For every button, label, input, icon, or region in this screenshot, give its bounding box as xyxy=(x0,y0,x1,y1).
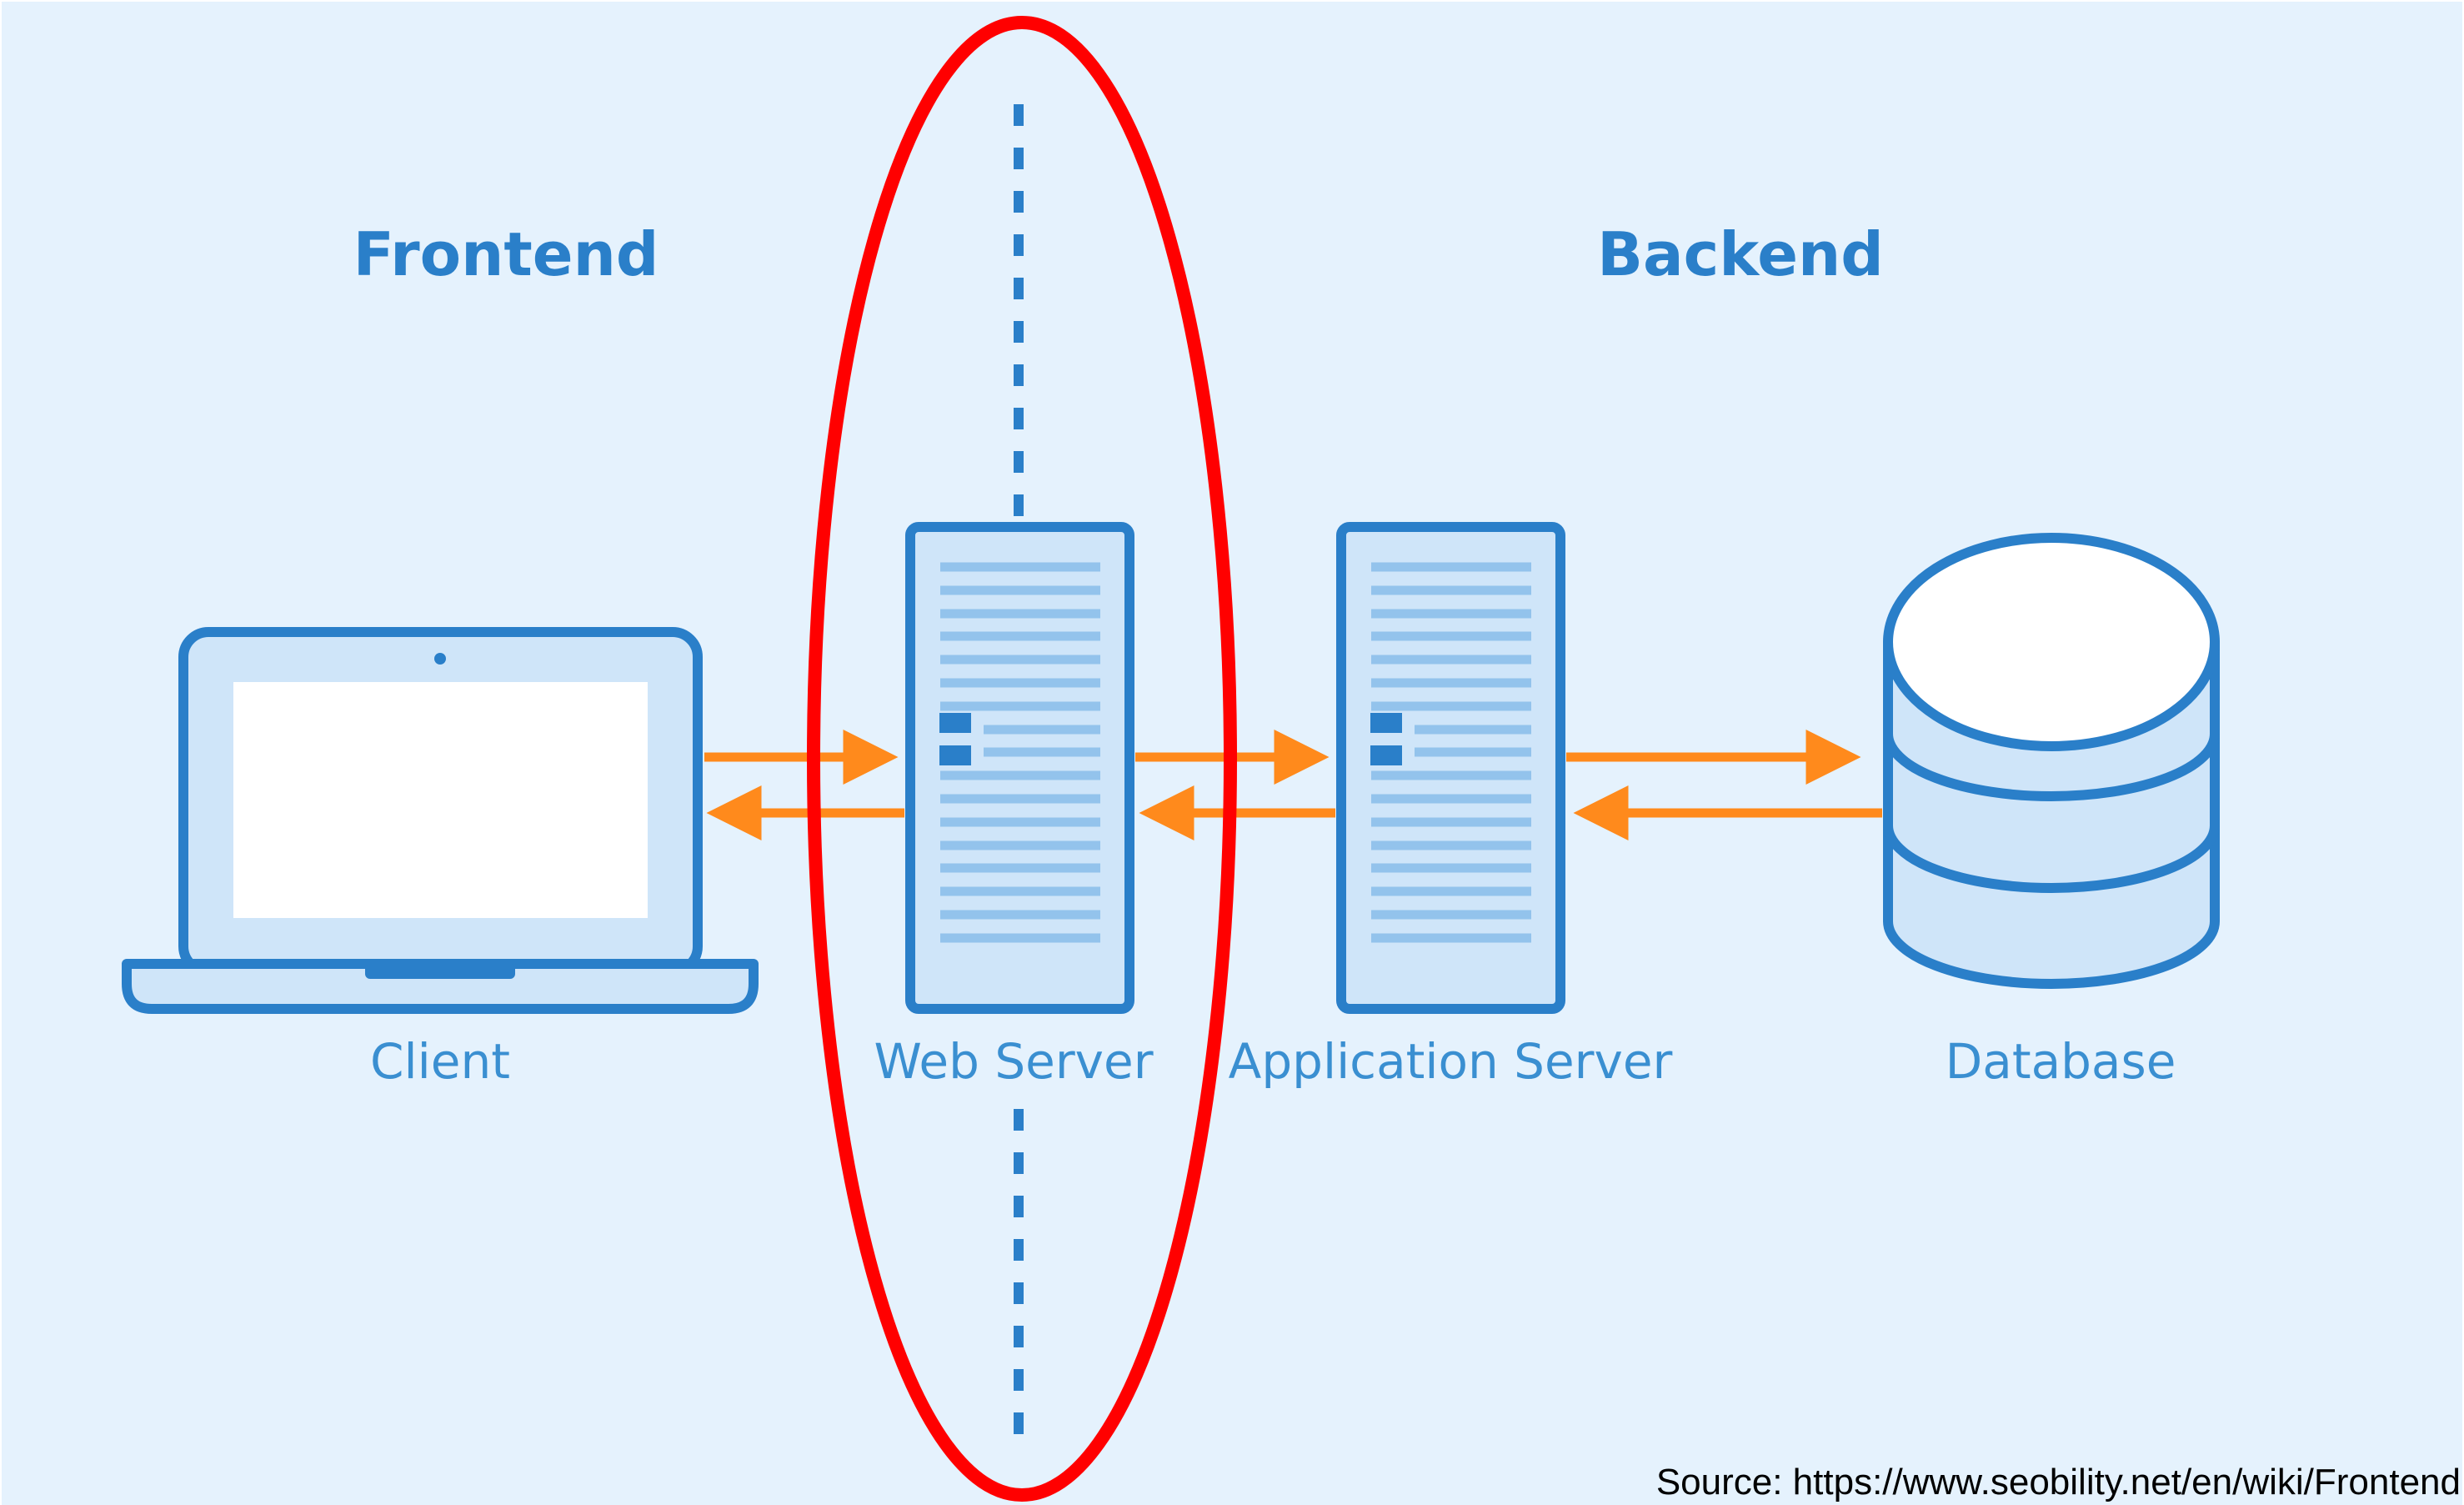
database-icon xyxy=(1883,533,2220,989)
application-server-label: Application Server xyxy=(1229,1033,1673,1090)
frontend-heading: Frontend xyxy=(353,219,659,289)
source-attribution: Source: https://www.seobility.net/en/wik… xyxy=(1656,1462,2461,1502)
database-label: Database xyxy=(1946,1033,2176,1090)
web-server-highlight-ellipse xyxy=(807,16,1237,1502)
backend-heading: Backend xyxy=(1597,219,1884,289)
web-server-label: Web Server xyxy=(874,1033,1153,1090)
web-server-icon xyxy=(905,522,1134,1014)
client-label: Client xyxy=(370,1033,510,1090)
laptop-icon xyxy=(122,627,759,1014)
application-server-icon xyxy=(1336,522,1565,1014)
